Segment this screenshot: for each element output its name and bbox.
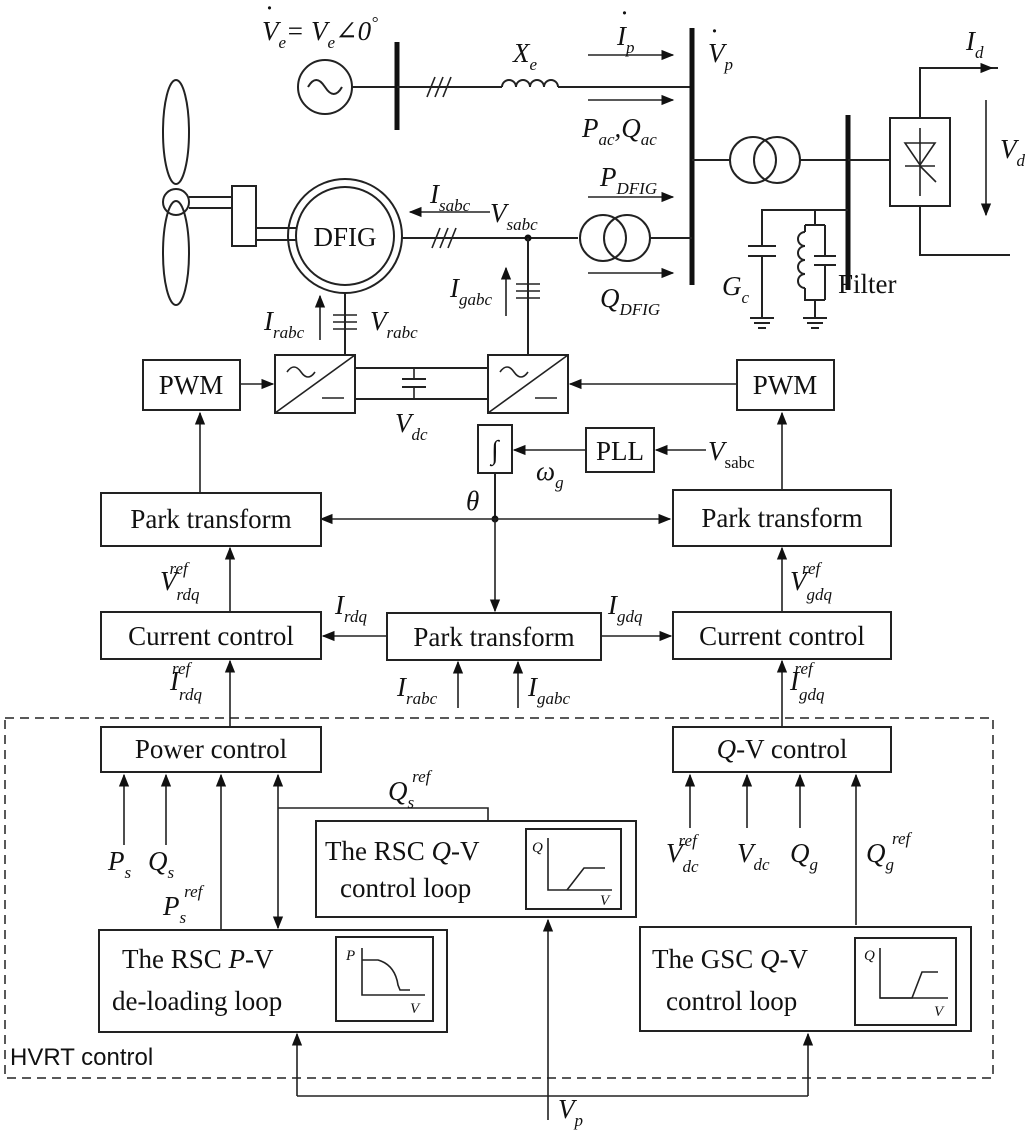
- vsabc-pll-label: Vsabc: [708, 436, 755, 472]
- pwm-left-label: PWM: [159, 370, 224, 400]
- irabc-top-label: Irabc: [263, 306, 305, 342]
- current-control-left-block: [100, 611, 322, 660]
- vdc-ref-label: Vdcref: [666, 831, 699, 876]
- rsc-pv-curve: [362, 959, 410, 991]
- gsc-qv-mini-chart: [854, 937, 957, 1026]
- irabc-bottom-label: Irabc: [396, 672, 438, 708]
- igabc-top-label: Igabc: [449, 273, 493, 309]
- hvdc-transformer: [692, 136, 848, 184]
- vdc-label: Vdc: [395, 408, 428, 444]
- igabc-bottom-label: Igabc: [527, 672, 571, 708]
- rsc-pv-mini-chart: [335, 936, 434, 1022]
- vd-label: Vd: [1000, 134, 1026, 170]
- svg-text:Q: Q: [864, 948, 875, 964]
- vp-bus-label: Vp: [708, 38, 733, 74]
- qdfig-label: QDFIG: [600, 283, 660, 319]
- qv-control-block: [672, 726, 892, 773]
- gsc-qv-line2: control loop: [666, 986, 797, 1016]
- rsc-qv-curve: [566, 867, 605, 891]
- vrabc-label: Vrabc: [370, 306, 418, 342]
- pwm-right-label: PWM: [753, 370, 818, 400]
- igdq-label: Igdq: [607, 590, 643, 626]
- rsc-pv-axes: [361, 948, 425, 996]
- triple-bar-grid: [516, 283, 540, 299]
- park-right-label: Park transform: [701, 503, 862, 533]
- rsc-qv-axes: [547, 838, 612, 891]
- current-control-right-block: [672, 611, 892, 660]
- current-control-right-label: Current control: [699, 621, 865, 651]
- triple-bar-rotor: [333, 314, 357, 330]
- ve-label: Ve= Ve∠0°: [262, 13, 378, 52]
- qs-ref-label: Qsref: [388, 767, 433, 812]
- svg-text:·: ·: [620, 0, 629, 28]
- integrator-symbol: ∫: [489, 435, 500, 467]
- theta-label: θ: [466, 486, 479, 516]
- vp-bottom-label: Vp: [558, 1094, 583, 1130]
- xe-label: Xe: [512, 38, 538, 74]
- pwm-right-block: [736, 359, 835, 411]
- svg-text:V: V: [934, 1004, 945, 1020]
- id-label: Id: [965, 26, 984, 62]
- filter-label: Filter: [838, 269, 897, 299]
- vdc2-label: Vdc: [737, 838, 770, 874]
- igdq-ref-label: Igdqref: [789, 659, 825, 704]
- gsc-qv-line1: The GSC Q-V: [652, 944, 808, 974]
- park-center-label: Park transform: [413, 622, 574, 652]
- triple-slash-stator: [431, 227, 457, 249]
- rsc-pv-line2: de-loading loop: [112, 986, 282, 1016]
- qg-ref-label: Qgref: [866, 829, 913, 874]
- park-left-block: [100, 492, 322, 547]
- ps-label: Ps: [107, 846, 132, 882]
- svg-text:V: V: [600, 893, 611, 909]
- qs-label: Qs: [148, 846, 175, 882]
- xe-inductor: [501, 79, 559, 88]
- power-control-label: Power control: [135, 734, 287, 764]
- pwm-left-block: [142, 359, 241, 411]
- grid-source: [297, 42, 692, 130]
- ip-label: Ip: [616, 21, 635, 57]
- dfig-transformer: [579, 214, 692, 262]
- svg-text:·: ·: [265, 0, 274, 23]
- park-left-label: Park transform: [130, 504, 291, 534]
- rsc-qv-line1: The RSC Q-V: [325, 836, 480, 866]
- vgdq-ref-label: Vgdqref: [790, 559, 833, 604]
- irdq-label: Irdq: [334, 590, 367, 626]
- svg-text:P: P: [345, 948, 355, 964]
- qv-control-label: Q-V control: [717, 734, 848, 764]
- qg-label: Qg: [790, 838, 818, 874]
- dc-link: [355, 367, 488, 400]
- vsabc-label: Vsabc: [490, 198, 538, 234]
- hvrt-label: HVRT control: [10, 1044, 153, 1071]
- thyristor-icon: [903, 128, 937, 196]
- svg-text:Q: Q: [532, 840, 543, 856]
- power-control-block: [100, 726, 322, 773]
- current-control-left-label: Current control: [128, 621, 294, 651]
- svg-text:V: V: [410, 1001, 421, 1017]
- ac-filter: [748, 209, 848, 329]
- pll-label: PLL: [596, 436, 644, 466]
- triple-slash-grid: [426, 76, 452, 98]
- dfig-inner: [295, 186, 395, 286]
- rsc-qv-mini-chart: [525, 828, 622, 910]
- ps-ref-label: Psref: [162, 882, 205, 927]
- gc-label: Gc: [722, 271, 750, 307]
- dfig-label: DFIG: [313, 222, 376, 252]
- irdq-ref-label: Irdqref: [169, 659, 202, 704]
- pac-qac-label: Pac,Qac: [581, 113, 657, 149]
- rsc-pv-line1: The RSC P-V: [122, 944, 274, 974]
- isabc-label: Isabc: [429, 179, 471, 215]
- rsc-qv-line2: control loop: [340, 873, 471, 903]
- vrdq-ref-label: Vrdqref: [160, 559, 200, 604]
- svg-text:·: ·: [710, 16, 719, 46]
- gsc-qv-curve: [880, 971, 938, 999]
- wind-turbine-icon: [162, 79, 296, 306]
- omega-g-label: ωg: [536, 456, 564, 492]
- integrator-block: [477, 424, 513, 474]
- park-right-block: [672, 489, 892, 547]
- pdfig-label: PDFIG: [599, 162, 657, 198]
